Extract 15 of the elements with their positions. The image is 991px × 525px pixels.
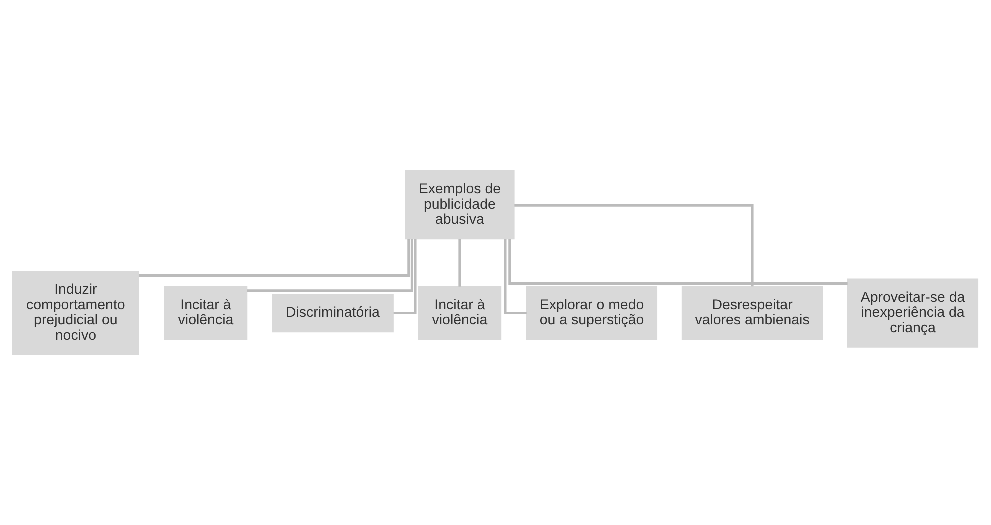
connector [458,238,462,286]
connector [138,238,410,276]
node-box: Exemplos de publicidade abusiva [405,170,515,240]
connector [247,239,414,292]
node-box: Discriminatória [272,293,394,332]
node-box: Explorar o medo ou a superstição [526,286,658,340]
node-box: Desrespeitar valores ambienais [682,286,824,340]
node-box: Incitar à violência [418,286,502,340]
node-box: Induzir comportamento prejudicial ou nocivo [12,270,140,355]
connector [514,204,754,286]
connector [504,238,527,314]
node-box: Aproveitar-se da inexperiência da criança [848,278,979,348]
node-box: Incitar à violência [164,286,248,340]
connector [508,238,848,285]
connector [394,238,417,314]
